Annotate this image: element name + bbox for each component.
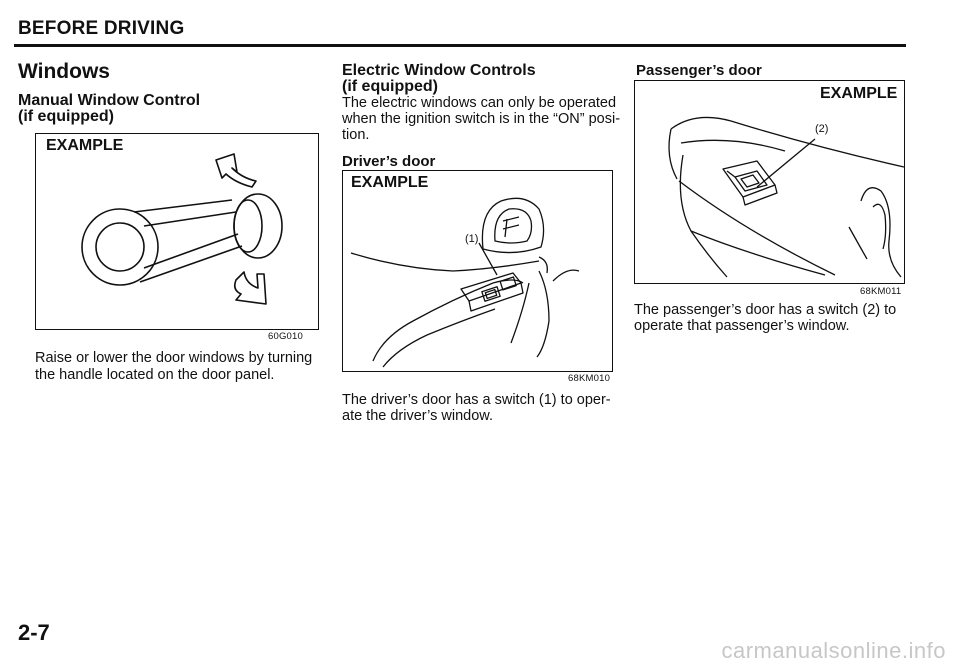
armrest: [372, 279, 524, 362]
window-switch-icon: [734, 170, 768, 192]
electric-window-intro-line2: when the ignition switch is in the “ON” …: [342, 111, 621, 127]
electric-window-controls-heading: Electric Window Controls: [342, 62, 536, 79]
passengers-door-text-line2: operate that passenger’s window.: [634, 318, 850, 334]
passengers-door-figure: EXAMPLE (2): [634, 80, 905, 284]
figure-example-label: EXAMPLE: [820, 85, 898, 102]
door-handle-lever: [502, 216, 520, 238]
door-panel-line: [679, 154, 728, 278]
manual-window-text-line1: Raise or lower the door windows by turni…: [35, 350, 313, 366]
passengers-door-heading: Passenger’s door: [636, 62, 762, 79]
passengers-door-illustration: [668, 116, 904, 278]
manual-window-text-line2: the handle located on the door panel.: [35, 367, 275, 383]
window-crank-figure: EXAMPLE: [35, 133, 319, 330]
crank-base-inner: [95, 222, 145, 272]
drivers-door-text-line2: ate the driver’s window.: [342, 408, 493, 424]
drivers-door-illustration: [350, 197, 580, 368]
switch-callout-label: (1): [465, 233, 479, 245]
header-divider: [14, 44, 906, 47]
rotate-down-arrow-icon: [234, 271, 267, 305]
electric-window-controls-qualifier: (if equipped): [342, 78, 438, 95]
watermark-text: carmanualsonline.info: [721, 638, 946, 663]
figure-code: 60G010: [268, 331, 304, 342]
window-switch-icon: [481, 286, 501, 302]
section-header-title: BEFORE DRIVING: [18, 18, 185, 39]
drivers-door-figure: EXAMPLE (1): [342, 170, 613, 372]
figure-example-label: EXAMPLE: [351, 174, 429, 191]
page-number: 2-7: [18, 620, 50, 645]
crank-arm: [133, 199, 243, 283]
rotate-up-arrow-icon: [215, 153, 257, 188]
window-crank-illustration: [81, 153, 283, 305]
callout-leader-line: [756, 138, 816, 188]
drivers-door-text-line1: The driver’s door has a switch (1) to op…: [342, 392, 611, 408]
door-handle-housing: [481, 197, 545, 254]
electric-window-intro-line1: The electric windows can only be operate…: [342, 95, 617, 111]
figure-code: 68KM010: [568, 373, 611, 384]
manual-window-control-heading: Manual Window Control: [18, 92, 201, 109]
door-top-contour: [670, 116, 904, 168]
passengers-door-text-line1: The passenger’s door has a switch (2) to: [634, 302, 897, 318]
electric-window-intro-line3: tion.: [342, 127, 370, 143]
manual-window-control-qualifier: (if equipped): [18, 108, 114, 125]
windows-heading: Windows: [18, 60, 110, 83]
door-panel-line: [350, 252, 540, 272]
switch-callout-label: (2): [815, 123, 829, 135]
figure-code: 68KM011: [860, 286, 902, 297]
figure-example-label: EXAMPLE: [46, 137, 124, 154]
drivers-door-heading: Driver’s door: [342, 153, 436, 170]
callout-leader-line: [478, 242, 498, 276]
crank-base-outer: [81, 208, 159, 286]
